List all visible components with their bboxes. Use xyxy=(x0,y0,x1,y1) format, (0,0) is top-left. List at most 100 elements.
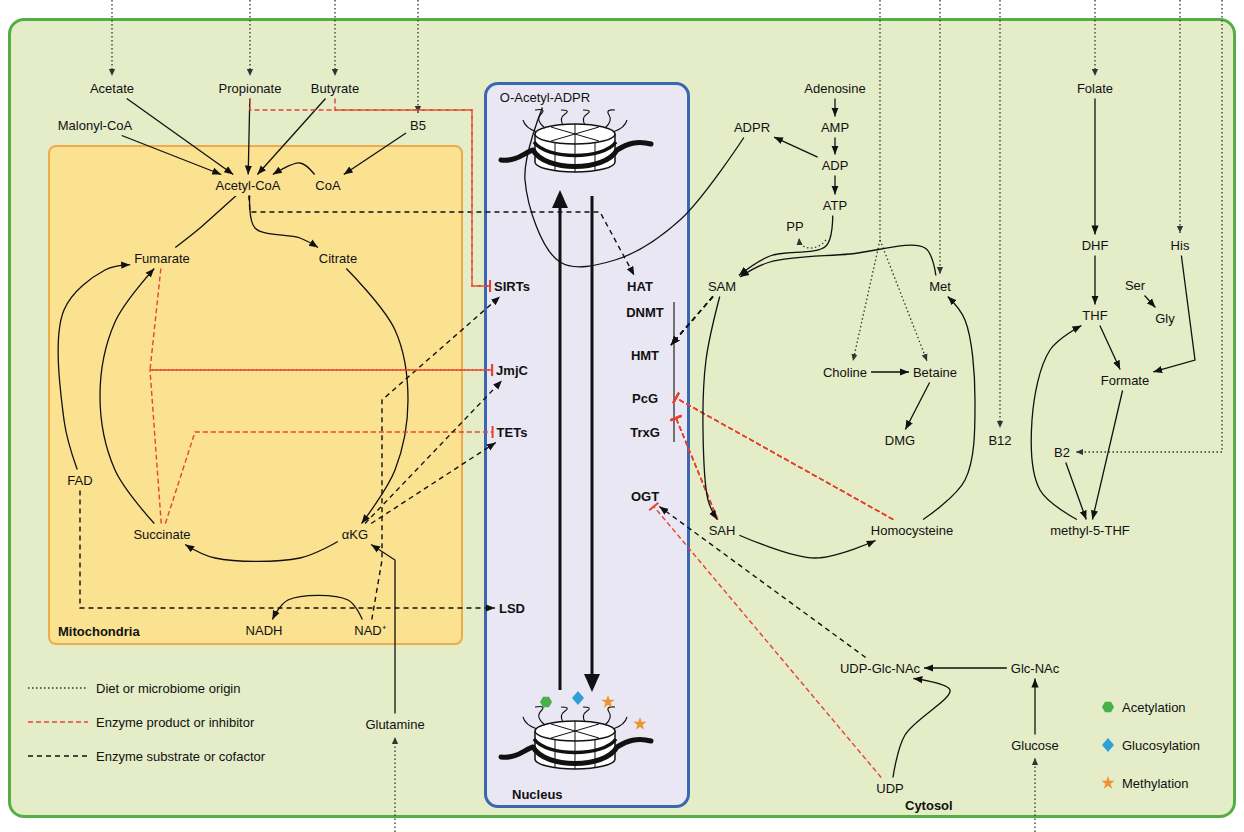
reaction-arrow xyxy=(834,99,835,117)
inhibitor-connector xyxy=(335,99,490,287)
cofactor-connector xyxy=(80,491,495,609)
reaction-arrow xyxy=(344,133,406,175)
down-arrow xyxy=(591,196,594,676)
cytosol-region: CytosolMitochondriaAcetyl-CoACoAFumarate… xyxy=(8,18,1236,818)
node-text: JmjC xyxy=(496,363,528,378)
reaction-arrow xyxy=(257,99,325,175)
enzyme-label: SIRTs xyxy=(492,278,532,295)
reaction-arrow xyxy=(1100,326,1120,370)
metabolite-label: Malonyl-CoA xyxy=(56,117,134,134)
legend-sample xyxy=(28,721,88,723)
diet-line xyxy=(1076,0,1222,452)
diet-line xyxy=(939,0,940,274)
histone-marks xyxy=(540,691,647,730)
node-text: Formate xyxy=(1101,373,1149,388)
node-text: HMT xyxy=(631,348,659,363)
metabolite-label: Citrate xyxy=(317,250,359,267)
node-text: UDP-Glc-NAc xyxy=(840,661,920,676)
node-text: DHF xyxy=(1082,238,1109,253)
diet-line xyxy=(417,0,418,113)
node-text: SAH xyxy=(709,523,736,538)
node-text: SAM xyxy=(708,279,736,294)
reaction-arrow xyxy=(250,196,318,248)
legend-text: Diet or microbiome origin xyxy=(96,681,241,696)
enzyme-label: TETs xyxy=(495,424,530,441)
metabolite-label: DMG xyxy=(883,432,917,449)
metabolite-label: Succinate xyxy=(131,526,192,543)
enzyme-label: JmjC xyxy=(494,362,530,379)
inhibitor-connector xyxy=(654,507,881,778)
pyrophosphate-hook xyxy=(799,238,826,248)
node-text: methyl-5-THF xyxy=(1050,523,1129,538)
enzyme-label: OGT xyxy=(629,488,661,505)
reaction-arrow xyxy=(834,176,835,195)
metabolite-label: Choline xyxy=(821,364,869,381)
region-title: Nucleus xyxy=(512,787,563,802)
region-title: Cytosol xyxy=(905,798,953,813)
metabolite-label: Butyrate xyxy=(309,80,361,97)
metabolite-label: DHF xyxy=(1080,237,1111,254)
metabolite-label: B12 xyxy=(986,432,1013,449)
enzyme-label: LSD xyxy=(497,600,527,617)
diet-line xyxy=(249,0,250,76)
metabolite-label: Fumarate xyxy=(132,250,192,267)
legend-item: Enzyme product or inhibitor xyxy=(96,715,254,730)
diet-line xyxy=(394,737,395,832)
diet-line xyxy=(1034,758,1035,832)
reaction-arrow xyxy=(175,196,236,248)
node-text: Acetate xyxy=(90,81,134,96)
node-text: Acetyl-CoA xyxy=(215,178,280,193)
reaction-arrow xyxy=(122,136,221,175)
cofactor-connector xyxy=(671,297,713,346)
reaction-arrow xyxy=(834,138,835,155)
diet-line xyxy=(334,0,335,76)
node-text: ATP xyxy=(823,198,847,213)
node-text: ADP xyxy=(822,158,849,173)
cofactor-connector xyxy=(671,297,713,346)
metabolite-label: AMP xyxy=(819,119,851,136)
node-text: Propionate xyxy=(219,81,282,96)
reaction-arrow xyxy=(100,269,154,524)
diet-line xyxy=(880,240,927,361)
node-text: Met xyxy=(929,279,951,294)
metabolite-label: Formate xyxy=(1099,372,1151,389)
node-text: LSD xyxy=(499,601,525,616)
enzyme-label: HMT xyxy=(629,347,661,364)
legend-item: Glucosylation xyxy=(1122,738,1200,753)
node-text: NAD⁺ xyxy=(354,623,385,638)
reaction-arrow xyxy=(1092,391,1122,520)
node-text: NADH xyxy=(246,623,283,638)
diet-line xyxy=(999,0,1000,428)
reaction-arrow xyxy=(1094,99,1095,235)
metabolite-label: FAD xyxy=(65,472,94,489)
diet-line xyxy=(1094,0,1095,76)
diet-line xyxy=(853,0,880,361)
node-text: UDP xyxy=(876,781,903,796)
node-text: HAT xyxy=(627,279,653,294)
inhibitor-connector xyxy=(676,418,718,520)
cofactor-connector xyxy=(372,297,500,620)
metabolite-label: THF xyxy=(1080,307,1109,324)
up-arrow xyxy=(559,206,562,690)
node-text: Choline xyxy=(823,365,867,380)
inhibitor-connector xyxy=(165,432,492,524)
node-text: SIRTs xyxy=(494,279,530,294)
node-text: αKG xyxy=(342,527,368,542)
node-text: DNMT xyxy=(626,305,664,320)
reaction-arrow xyxy=(273,163,315,175)
node-text: Succinate xyxy=(133,527,190,542)
legend-text: Methylation xyxy=(1122,776,1188,791)
legend-sample xyxy=(28,755,88,757)
acetylation-mark xyxy=(540,697,552,707)
metabolite-label: His xyxy=(1169,237,1192,254)
legend-text: Acetylation xyxy=(1122,700,1186,715)
node-text: O-Acetyl-ADPR xyxy=(500,90,590,105)
node-text: B5 xyxy=(410,118,426,133)
node-text: Glucose xyxy=(1011,738,1059,753)
metabolite-label: Ser xyxy=(1123,277,1147,294)
diet-origin-lines xyxy=(112,0,1222,832)
node-text: His xyxy=(1171,238,1190,253)
metabolite-label: methyl-5-THF xyxy=(1048,522,1131,539)
metabolite-label: Acetate xyxy=(88,80,136,97)
reaction-arrow xyxy=(1094,256,1095,305)
